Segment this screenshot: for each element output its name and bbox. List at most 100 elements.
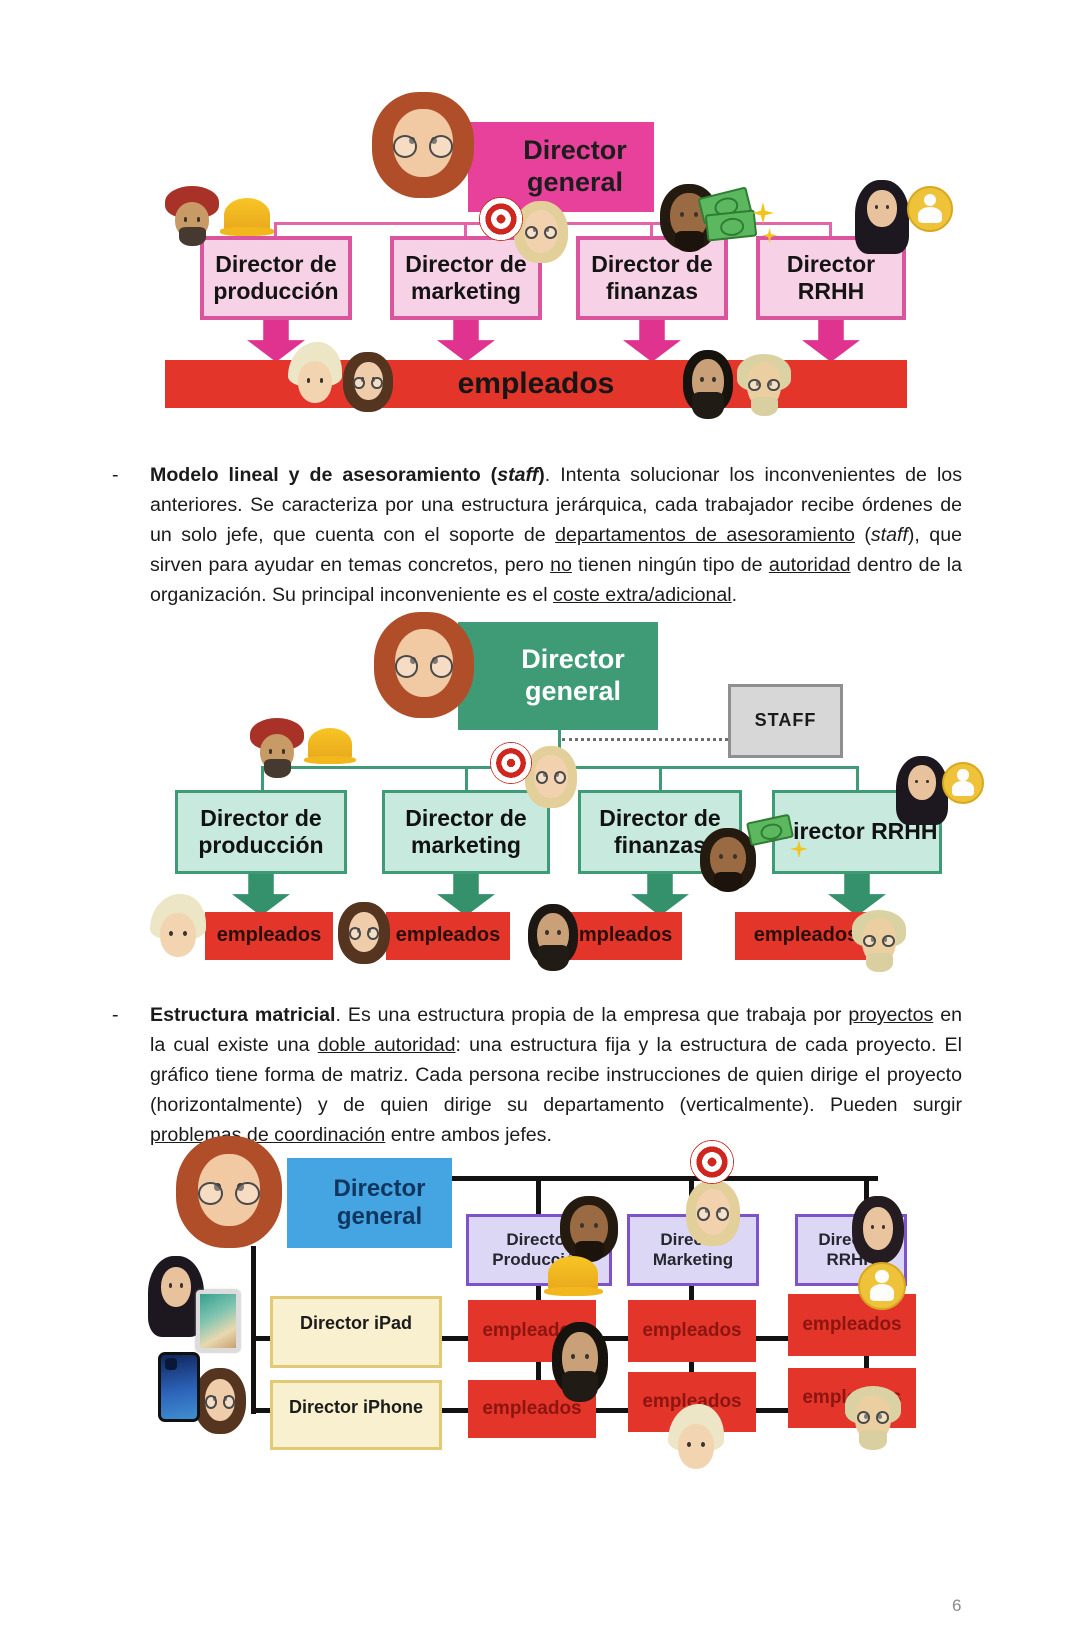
paragraph-text: Modelo lineal y de asesoramiento ( — [150, 464, 498, 486]
bullet-dash: - — [112, 464, 119, 486]
paragraph-text: staff — [497, 464, 539, 486]
paragraph-text: . Es una estructura propia de la empresa… — [335, 1004, 849, 1026]
director-produccion-box: Director de producción — [200, 236, 352, 320]
arrow-down-icon — [631, 874, 689, 916]
spiky-blond-man-memoji — [150, 894, 206, 962]
bullet-dash: - — [112, 1004, 119, 1026]
arrow-down-icon — [623, 320, 681, 362]
connector-line — [274, 222, 277, 238]
paragraph-text: entre ambos jefes. — [385, 1124, 552, 1146]
red-haired-woman-memoji — [374, 612, 474, 718]
paragraph-text: no — [550, 554, 572, 576]
paragraph-modelo-lineal: Modelo lineal y de asesoramiento (staff)… — [150, 460, 962, 610]
people-badge-icon — [907, 186, 953, 232]
page-number: 6 — [952, 1596, 962, 1615]
empleados-bar: empleados — [165, 360, 907, 408]
director-general-box: Director general — [458, 622, 658, 730]
waving-man-memoji — [560, 1196, 618, 1262]
hard-hat-icon — [219, 198, 275, 237]
empleados-box: empleados — [386, 912, 510, 960]
director-marketing-box: Director de marketing — [390, 236, 542, 320]
paragraph-text: doble autoridad — [317, 1034, 456, 1056]
red-haired-woman-memoji — [372, 92, 474, 198]
director-general-box: Director general — [287, 1158, 452, 1248]
connector-line — [536, 1176, 541, 1216]
red-haired-woman-memoji — [176, 1136, 282, 1248]
paragraph-text: coste extra/adicional — [553, 584, 732, 606]
director-produccion-box: Director de producción — [175, 790, 347, 874]
iphone-photo-icon — [158, 1352, 200, 1422]
paragraph-text: departamentos de asesoramiento — [555, 524, 855, 546]
paragraph-text: staff — [870, 524, 908, 546]
brown-haired-woman-glasses-memoji — [194, 1368, 246, 1434]
paragraph-text: . — [731, 584, 738, 606]
ipad-photo-icon — [196, 1290, 240, 1352]
elderly-man-glasses-memoji — [845, 1386, 901, 1450]
arrow-down-icon — [437, 320, 495, 362]
connector-line — [464, 222, 467, 238]
connector-line — [650, 222, 653, 238]
paragraph-text: Estructura matricial — [150, 1004, 336, 1026]
paragraph-text: ( — [854, 524, 871, 546]
connector-line — [856, 766, 859, 792]
empleados-box: empleados — [205, 912, 333, 960]
empleados-cell: empleados — [628, 1372, 756, 1432]
director-general-box: Director general — [468, 122, 654, 212]
paragraph-text: ) — [538, 464, 545, 486]
black-haired-woman-memoji — [852, 1196, 904, 1264]
dartboard-icon — [690, 1140, 734, 1184]
blond-person-glasses-memoji — [686, 1180, 740, 1246]
director-rrhh-box: Director RRHH — [756, 236, 906, 320]
arrow-down-icon — [232, 874, 290, 916]
man-with-money-memoji — [700, 828, 756, 892]
staff-box: STAFF — [728, 684, 843, 758]
turban-man-memoji — [165, 186, 219, 246]
people-badge-icon — [858, 1262, 906, 1310]
connector-line — [261, 766, 264, 792]
hijab-woman-memoji — [148, 1256, 204, 1337]
director-finanzas-box: Director de finanzas — [576, 236, 728, 320]
blond-person-glasses-memoji — [525, 746, 577, 808]
paragraph-estructura-matricial: Estructura matricial. Es una estructura … — [150, 1000, 962, 1150]
brown-haired-woman-glasses-memoji — [338, 902, 390, 964]
hard-hat-icon — [304, 728, 356, 764]
bearded-man-memoji — [552, 1322, 608, 1402]
connector-line — [465, 766, 468, 792]
brown-haired-woman-glasses-memoji — [343, 352, 393, 412]
paragraph-text: autoridad — [768, 554, 851, 576]
connector-line — [829, 222, 832, 238]
paragraph-text: ), que sirven para ayudar en temas concr… — [150, 524, 962, 576]
bearded-man-memoji — [528, 904, 578, 971]
paragraph-text: : una estructura fija y la estructura de… — [150, 1034, 962, 1116]
banknote-icon — [704, 209, 758, 242]
turban-man-memoji — [250, 718, 304, 778]
people-badge-icon — [942, 762, 984, 804]
dartboard-icon — [490, 742, 532, 784]
arrow-down-icon — [437, 874, 495, 916]
hijab-woman-memoji — [896, 756, 948, 826]
empleados-box: empleados — [558, 912, 682, 960]
director-marketing-box: Director de marketing — [382, 790, 550, 874]
paragraph-text: dentro de la organización. Su principal … — [150, 554, 962, 606]
elderly-man-glasses-memoji — [737, 354, 791, 416]
paragraph-text: en la cual existe una — [150, 1004, 962, 1056]
spiky-blond-man-memoji — [668, 1404, 724, 1474]
empleados-cell: empleados — [468, 1380, 596, 1438]
dotted-staff-line — [562, 738, 728, 741]
connector-line — [251, 1246, 256, 1414]
empleados-cell: empleados — [788, 1294, 916, 1356]
connector-line — [450, 1176, 878, 1181]
paragraph-text: tienen ningún tipo de — [571, 554, 769, 576]
bearded-man-memoji — [683, 350, 733, 420]
hijab-woman-memoji — [855, 180, 909, 254]
dartboard-icon — [479, 197, 523, 241]
connector-line — [659, 766, 662, 792]
director-iphone-box: Director iPhone — [270, 1380, 442, 1450]
hard-hat-icon — [543, 1256, 603, 1297]
blond-person-glasses-memoji — [514, 201, 568, 263]
paragraph-text: . Intenta solucionar los inconvenientes … — [150, 464, 962, 546]
paragraph-text: proyectos — [848, 1004, 934, 1026]
director-ipad-box: Director iPad — [270, 1296, 442, 1368]
spiky-blond-man-memoji — [288, 342, 342, 408]
